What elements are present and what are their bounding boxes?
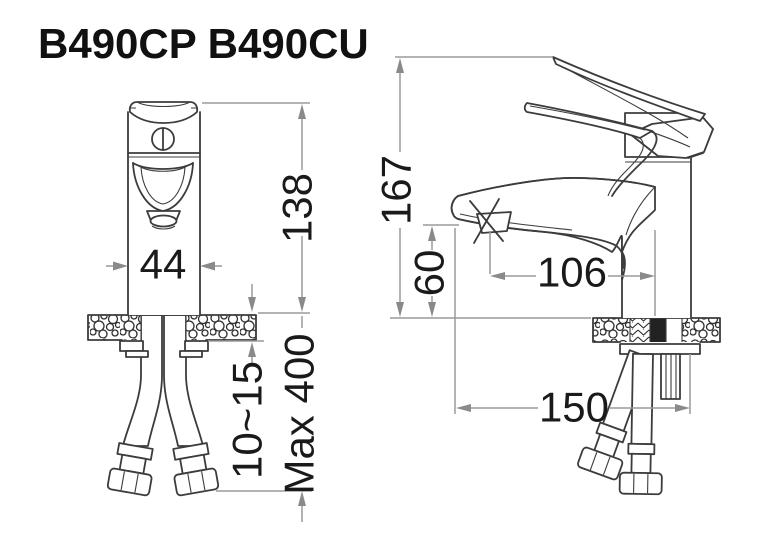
dim-width: 44 — [140, 241, 187, 288]
side-view-countertop — [592, 317, 721, 343]
dim-total-height: 167 — [373, 155, 420, 225]
front-view-drawing — [87, 101, 257, 497]
front-view-hoses — [106, 314, 220, 497]
front-view-dimensions: 138 44 10~15 Max 400 — [106, 102, 323, 522]
dim-max-hose-length: Max 400 — [276, 333, 323, 494]
dim-spout-height: 60 — [406, 250, 453, 297]
side-view-faucet-body — [450, 56, 714, 319]
dim-spout-reach: 106 — [537, 249, 607, 296]
front-view-faucet-body — [127, 101, 201, 316]
side-view-drawing — [450, 56, 721, 496]
side-view-mounting-washer — [619, 343, 701, 355]
side-view-dimensions: 167 60 106 150 — [373, 56, 691, 431]
front-view-countertop — [87, 314, 257, 358]
dim-counter-thickness: 10~15 — [224, 361, 271, 479]
side-view-hoses — [577, 349, 663, 496]
front-view-mounting-washer — [119, 340, 209, 358]
dim-depth: 150 — [539, 384, 609, 431]
model-title: B490CP B490CU — [38, 20, 369, 67]
side-view-threaded-stud — [660, 353, 681, 400]
dim-height-above-counter: 138 — [274, 173, 321, 243]
